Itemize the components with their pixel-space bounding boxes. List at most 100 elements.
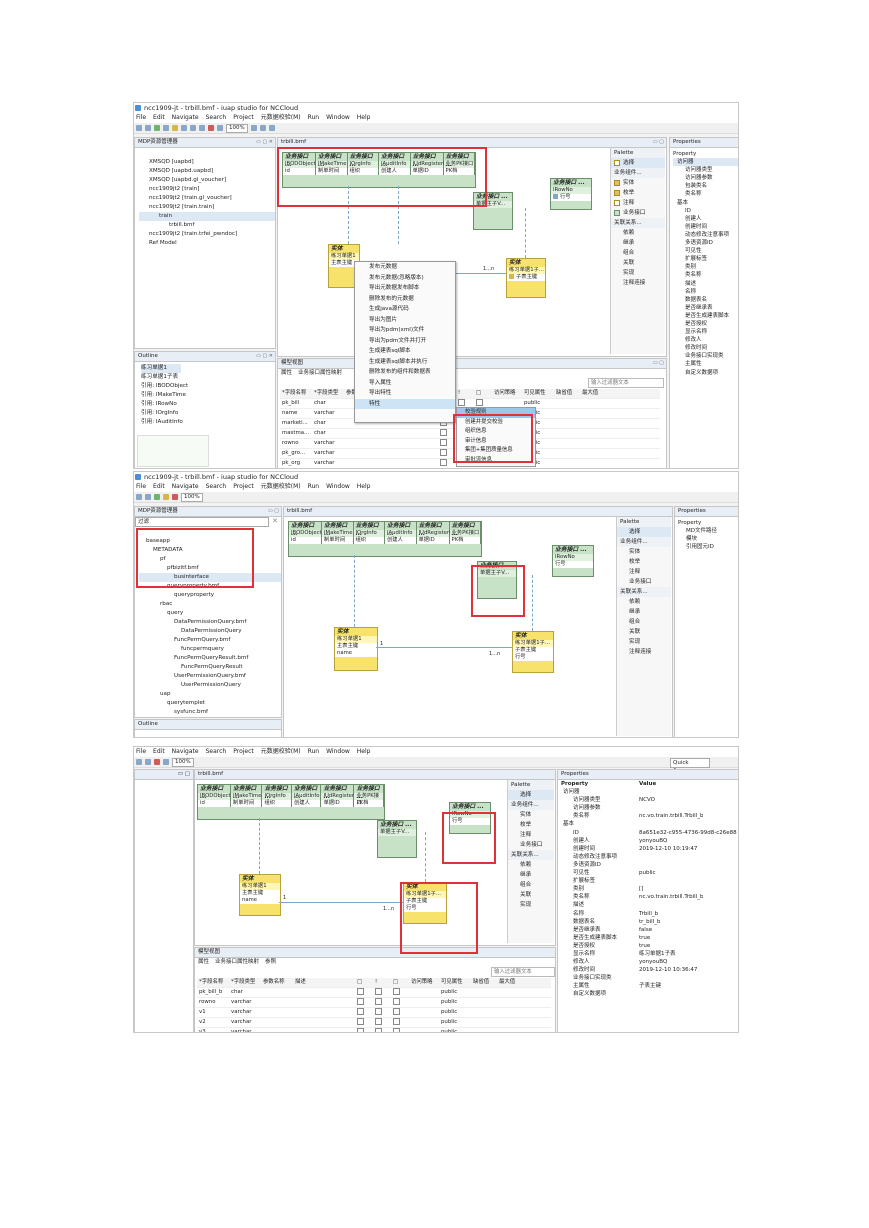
menu-item[interactable]: Help [356, 748, 371, 755]
tab-attributes[interactable]: 属性 [198, 959, 210, 965]
submenu-item[interactable]: 创建并提交校验 [465, 418, 503, 425]
context-menu-item[interactable]: 生成java源代码 [369, 306, 409, 312]
field-type-cell[interactable]: varchar [231, 1029, 252, 1033]
field-name-cell[interactable]: name [282, 410, 298, 416]
description-cell[interactable] [293, 1008, 355, 1017]
property-row[interactable]: 可见性 [685, 248, 702, 255]
field-name-cell[interactable]: pk_gro... [282, 450, 306, 456]
tab-attributes[interactable]: 属性 [281, 370, 293, 376]
property-row[interactable]: 访问器类型 [685, 167, 713, 174]
context-menu-item[interactable]: 导出为pdm文件并打开 [369, 337, 427, 344]
visibility-cell[interactable]: public [524, 400, 541, 406]
palette-group[interactable]: 业务组件... [617, 537, 671, 547]
palette-item[interactable]: 实现 [629, 639, 641, 645]
column-header[interactable]: □ [476, 390, 482, 396]
checkbox[interactable] [440, 449, 447, 456]
tree-item[interactable]: train [139, 212, 275, 221]
checkbox-cell[interactable] [438, 449, 456, 458]
palette-select[interactable]: 选择 [617, 527, 671, 537]
property-row[interactable]: 创建人 [685, 215, 702, 222]
property-row[interactable]: 显示名称练习单据1子表 [561, 950, 738, 958]
tree-item[interactable]: FuncPermQueryResult.bmf [174, 655, 249, 661]
checkbox[interactable] [476, 399, 483, 406]
palette-group[interactable]: 关联关系... [617, 587, 671, 597]
property-row[interactable]: 访问器 [561, 788, 738, 796]
panel-controls[interactable]: ▭ ▢ [652, 360, 664, 366]
menu-item[interactable]: Search [205, 748, 227, 755]
tree-item[interactable]: pf [160, 556, 166, 562]
model-view-tab[interactable]: 模型视图▭ ▢ [278, 359, 666, 369]
zoom-select[interactable]: 100% [226, 123, 248, 133]
property-row[interactable]: 是否授权 [685, 320, 708, 327]
checkbox-cell[interactable] [474, 399, 492, 408]
tree-item[interactable]: ncc1909jt2 [train.gl_voucher] [149, 195, 232, 201]
menu-item[interactable]: Navigate [171, 483, 199, 490]
submenu-item[interactable]: 审批流信息 [465, 456, 492, 463]
checkbox-cell[interactable] [391, 988, 409, 997]
submenu-item[interactable]: 集团+集团质量信息 [465, 447, 513, 453]
column-header[interactable]: *字段名称 [199, 979, 224, 985]
field-name-cell[interactable]: pk_bill [282, 400, 300, 406]
palette-item[interactable]: 组合 [520, 882, 532, 888]
property-row[interactable]: 名称 [685, 288, 697, 295]
field-name-cell[interactable]: mastma... [282, 430, 310, 436]
new-icon[interactable] [136, 494, 142, 500]
column-header[interactable]: □ [393, 979, 399, 985]
property-row[interactable]: 主属性 [685, 361, 702, 368]
tree-item[interactable]: XMSQD [uapbd.gl_voucher] [149, 177, 227, 183]
param-name-cell[interactable] [261, 1028, 293, 1032]
checkbox-cell[interactable] [355, 988, 373, 997]
checkbox[interactable] [393, 1008, 400, 1015]
column-header[interactable]: 最大值 [499, 979, 516, 985]
panel-controls[interactable]: ▭ ▢ ✕ [256, 353, 273, 359]
submenu-item[interactable]: 审计信息 [465, 437, 487, 444]
property-row[interactable]: 创建时间 [685, 223, 708, 230]
menu-item[interactable]: Navigate [171, 748, 199, 755]
menu-item[interactable]: Window [326, 748, 350, 755]
palette-item[interactable]: 注释 [611, 198, 665, 208]
panel-controls[interactable]: ▭ ▢ [652, 139, 664, 145]
palette-item[interactable]: 继承 [520, 872, 532, 878]
checkbox[interactable] [440, 459, 447, 466]
menu-item[interactable]: Run [307, 114, 320, 121]
menu-item[interactable]: 元数据校验(M) [260, 748, 301, 755]
field-name-cell[interactable]: pk_org [282, 460, 301, 466]
folder-icon[interactable] [172, 125, 178, 131]
palette-item[interactable]: 枚举 [611, 188, 665, 198]
column-header[interactable]: *字段类型 [231, 979, 256, 985]
menu-item[interactable]: 元数据校验(M) [260, 483, 301, 490]
column-header[interactable]: 缺省值 [556, 390, 573, 396]
palette-item[interactable]: 继承 [629, 609, 641, 615]
checkbox-cell[interactable] [456, 399, 474, 408]
field-type-cell[interactable]: varchar [314, 460, 335, 466]
tree-item[interactable]: DataPermissionQuery.bmf [174, 619, 247, 625]
property-row[interactable]: MD文件路径 [686, 528, 717, 535]
search-icon[interactable] [181, 125, 187, 131]
menu-item[interactable]: Edit [153, 114, 165, 121]
field-name-cell[interactable]: rowno [199, 999, 216, 1005]
checkbox[interactable] [440, 439, 447, 446]
irowno-interface[interactable]: 业务接口 ... IRowNo 行号 [552, 545, 594, 577]
outline-item[interactable]: 练习单据1 [141, 364, 181, 373]
outline-item[interactable]: 引用: IBODObject [141, 383, 189, 389]
quick-access-input[interactable]: Quick Access [670, 758, 710, 774]
checkbox-cell[interactable] [373, 988, 391, 997]
palette-item[interactable]: 实体 [629, 549, 641, 555]
field-type-cell[interactable]: varchar [314, 410, 335, 416]
description-cell[interactable] [293, 998, 355, 1007]
checkbox[interactable] [375, 988, 382, 995]
checkbox-cell[interactable] [438, 429, 456, 438]
outline-item[interactable]: 引用: IMakeTime [141, 392, 186, 398]
filter-input[interactable]: 输入过滤器文本 [588, 378, 664, 388]
property-row[interactable]: 访问器 [673, 158, 738, 167]
palette-item[interactable]: 注释 [520, 832, 532, 838]
param-name-cell[interactable] [261, 988, 293, 997]
param-name-cell[interactable] [344, 459, 376, 468]
property-row[interactable]: 动态修改注意事项 [561, 853, 738, 861]
model-view-tab[interactable]: 模型视图 [195, 948, 555, 958]
